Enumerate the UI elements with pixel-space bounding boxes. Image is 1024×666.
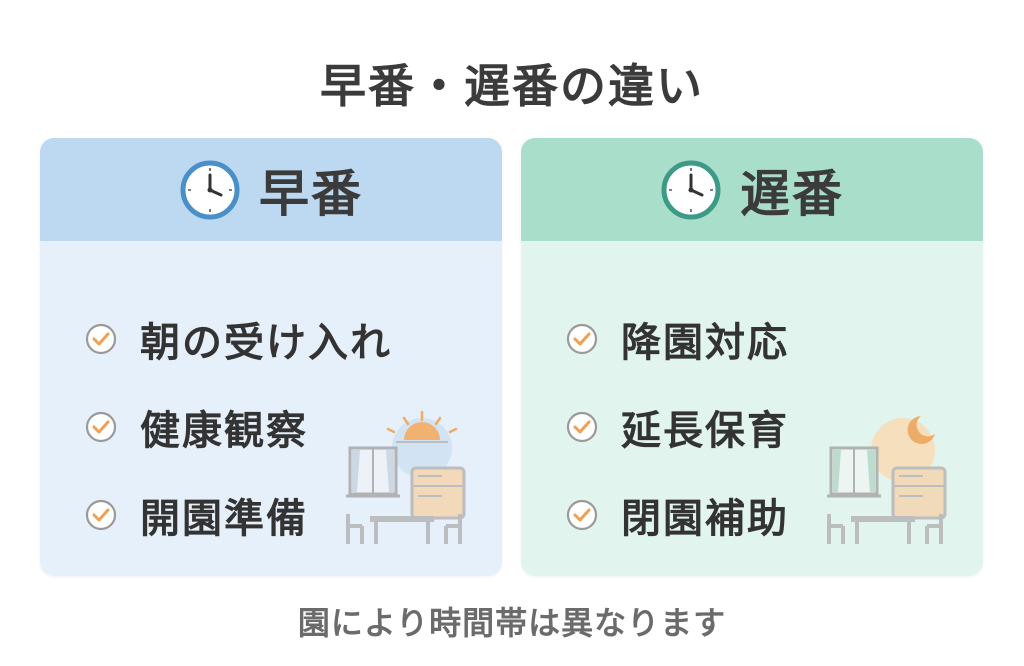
evening-room-illustration	[827, 416, 947, 544]
list-item: 延長保育	[565, 383, 789, 471]
list-item-label: 延長保育	[621, 408, 789, 454]
check-icon	[566, 411, 598, 443]
late-shift-header: 遅番	[521, 138, 983, 241]
early-shift-title: 早番	[259, 164, 363, 223]
check-icon	[85, 323, 117, 355]
late-shift-panel: 遅番 降園対応 延長保育	[521, 138, 983, 576]
list-item-label: 閉園補助	[621, 496, 789, 542]
list-item-label: 朝の受け入れ	[140, 320, 392, 366]
list-item: 降園対応	[565, 295, 789, 383]
late-shift-title: 遅番	[740, 164, 844, 223]
early-shift-list: 朝の受け入れ 健康観察 開園準備	[84, 295, 392, 559]
check-icon	[566, 323, 598, 355]
clock-icon	[661, 160, 721, 219]
footer-note: 園により時間帯は異なります	[297, 604, 727, 642]
list-item-label: 健康観察	[140, 408, 308, 454]
list-item-label: 開園準備	[140, 496, 308, 542]
list-item: 閉園補助	[565, 471, 789, 559]
list-item: 健康観察	[84, 383, 392, 471]
check-icon	[85, 411, 117, 443]
clock-icon	[180, 160, 240, 219]
check-icon	[566, 499, 598, 531]
list-item: 朝の受け入れ	[84, 295, 392, 383]
page-title: 早番・遅番の違い	[320, 59, 704, 113]
morning-room-illustration	[346, 410, 466, 544]
late-shift-body: 降園対応 延長保育 閉園補助	[521, 241, 983, 576]
early-shift-panel: 早番 朝の受け入れ 健康観察	[40, 138, 502, 576]
list-item-label: 降園対応	[621, 320, 789, 366]
early-shift-body: 朝の受け入れ 健康観察 開園準備	[40, 241, 502, 576]
early-shift-header: 早番	[40, 138, 502, 241]
late-shift-list: 降園対応 延長保育 閉園補助	[565, 295, 789, 559]
check-icon	[85, 499, 117, 531]
list-item: 開園準備	[84, 471, 392, 559]
